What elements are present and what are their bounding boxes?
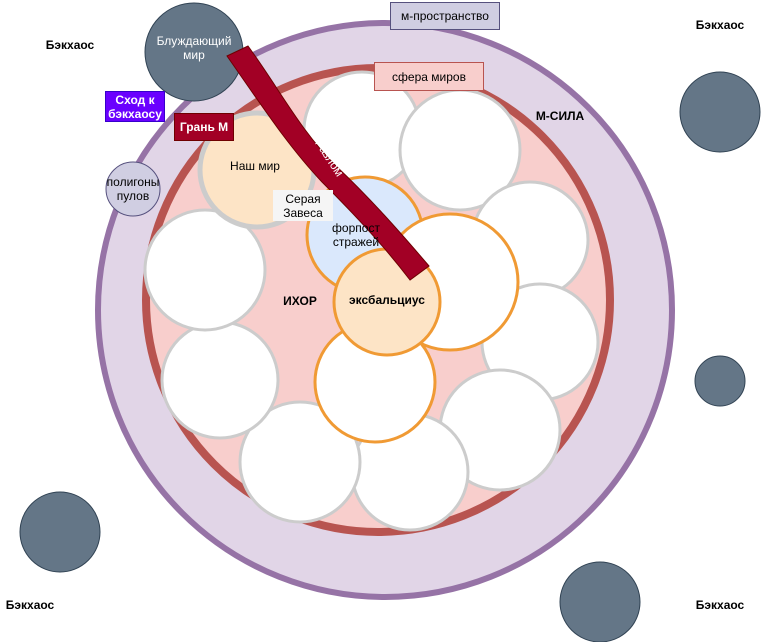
backchaos-planet [679,71,761,153]
backchaos-label-bottom-right: Бэкхаос [695,598,745,612]
backchaos-planet [559,561,641,642]
our-world-label: Наш мир [224,152,286,180]
world-bubble [238,400,362,524]
backchaos-label-top-left: Бэкхаос [45,38,95,52]
wandering-world-label: Блуждающий мир [156,34,232,62]
descent-to-backchaos-button: Сход к бэкхаосу [105,91,165,122]
world-bubble [160,320,280,440]
backchaos-label-bottom-left: Бэкхаос [5,598,55,612]
world-sphere-label: сфера миров [374,62,484,91]
pool-polygons-circle [105,161,161,217]
m-force-label: М-СИЛА [535,109,585,123]
pool-polygons-label: полигоны пулов [106,175,160,203]
rift-band [226,45,430,281]
guard-outpost-label: форпост стражей [332,221,380,249]
gray-curtain-label: Серая Завеса [273,190,333,221]
edge-m-label: Грань М [174,113,234,141]
backchaos-label-top-right: Бэкхаос [695,18,745,32]
backchaos-planet [694,355,746,407]
backchaos-planet [19,491,101,573]
ichor-label: ИХОР [283,294,317,308]
m-space-label: м-пространство [390,2,500,30]
world-bubble [143,208,267,332]
excelsior-label: эксбальциус [349,293,425,307]
